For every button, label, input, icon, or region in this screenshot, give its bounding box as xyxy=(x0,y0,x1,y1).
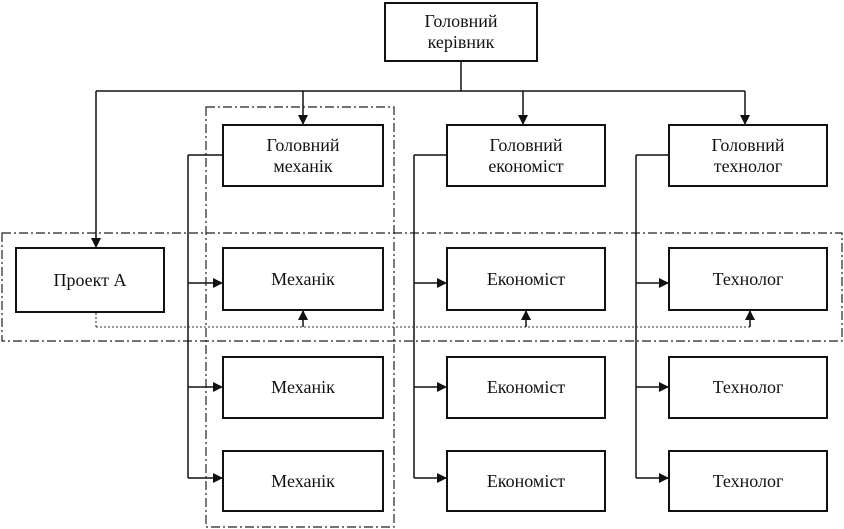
chief-mechanic-box: Головний механік xyxy=(222,124,384,187)
technologist-label: Технолог xyxy=(712,377,784,397)
chief-technologist-line2: технолог xyxy=(713,155,783,176)
mechanic-label: Механік xyxy=(271,268,335,289)
mechanic-label: Механік xyxy=(271,470,335,491)
top-manager-links xyxy=(91,62,750,248)
chief-technologist-line1: Головний xyxy=(711,134,785,155)
economist-links xyxy=(413,154,447,483)
economist-label: Економіст xyxy=(486,377,566,397)
economist-label: Економіст xyxy=(486,470,566,491)
chief-mechanic-line1: Головний xyxy=(266,134,340,155)
economist-box: Економіст xyxy=(446,450,606,512)
chief-economist-line2: економіст xyxy=(488,155,564,176)
project-a-box: Проект А xyxy=(15,247,165,313)
mechanic-box: Механік xyxy=(222,356,384,419)
top-manager-line1: Головний xyxy=(424,11,498,31)
technologist-box: Технолог xyxy=(668,247,828,311)
chief-technologist-box: Головний технолог xyxy=(668,124,828,187)
mechanic-links xyxy=(187,154,223,483)
technologist-label: Технолог xyxy=(712,268,784,289)
mechanic-division-frame xyxy=(205,106,395,528)
technologist-box: Технолог xyxy=(668,356,828,419)
project-a-team-frame xyxy=(1,232,843,342)
technologist-links xyxy=(635,154,669,483)
technologist-box: Технолог xyxy=(668,450,828,512)
mechanic-label: Механік xyxy=(271,377,335,397)
top-manager-line2: керівник xyxy=(427,32,495,52)
technologist-label: Технолог xyxy=(712,470,784,491)
chief-economist-box: Головний економіст xyxy=(446,124,606,187)
top-manager-box: Головний керівник xyxy=(384,2,538,62)
economist-box: Економіст xyxy=(446,247,606,311)
project-links xyxy=(95,310,755,328)
mechanic-box: Механік xyxy=(222,247,384,311)
project-a-label: Проект А xyxy=(53,269,127,290)
economist-label: Економіст xyxy=(486,268,566,289)
economist-box: Економіст xyxy=(446,356,606,419)
chief-mechanic-line2: механік xyxy=(273,155,333,176)
chief-economist-line1: Головний xyxy=(489,134,563,155)
mechanic-box: Механік xyxy=(222,450,384,512)
